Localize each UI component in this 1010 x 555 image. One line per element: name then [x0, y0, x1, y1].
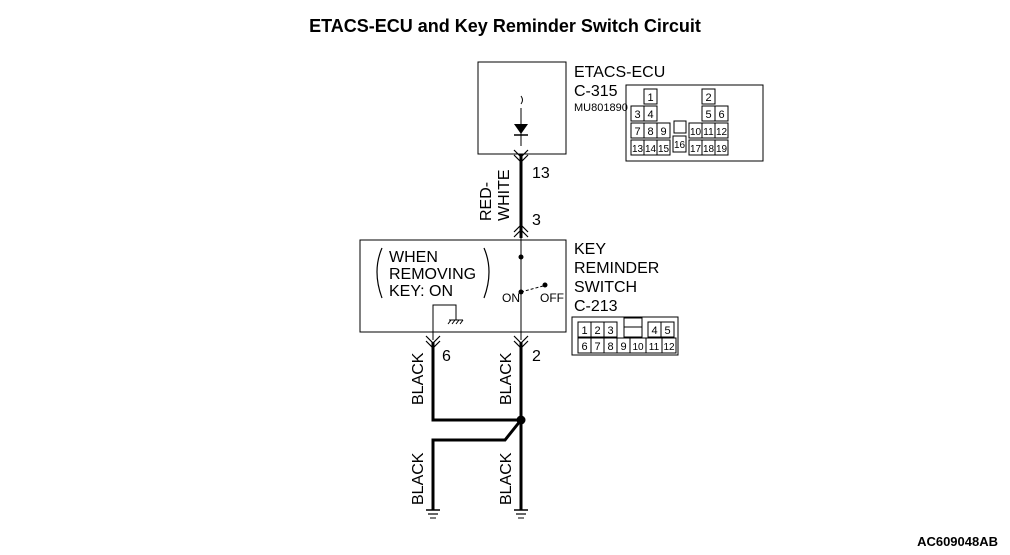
ecu-pin: 16	[674, 140, 686, 151]
ecu-pin: 13	[632, 144, 644, 155]
switch-contacts	[518, 238, 548, 340]
condition-line2: REMOVING	[389, 266, 476, 283]
switch-pin: 12	[663, 342, 675, 353]
wire-color-label: BLACK	[498, 452, 515, 505]
ecu-pin: 2	[705, 92, 711, 104]
wire-color-label: BLACK	[498, 352, 515, 405]
switch-pin: 3	[607, 325, 613, 337]
ecu-connector-face: 1 2 3 4 5 6 7 8 9 10 11 12 13 14 15 16 1…	[625, 84, 764, 162]
condition-line3: KEY: ON	[389, 283, 453, 300]
wire-color-black-left-lower: BLACK	[410, 452, 427, 505]
switch-on-label: ON	[502, 291, 520, 305]
internal-ground-icon	[432, 304, 464, 340]
wire-color-label: BLACK	[410, 452, 427, 505]
condition-line1: WHEN	[389, 249, 438, 266]
switch-pin: 5	[664, 325, 670, 337]
switch-connector-face: 1 2 3 4 5 6 7 8 9 10 11 12	[571, 316, 679, 356]
ecu-pin: 17	[690, 144, 702, 155]
ecu-internal-diode	[514, 95, 528, 146]
ecu-pin: 11	[703, 127, 714, 138]
ecu-pin: 10	[690, 127, 702, 138]
ecu-pin: 4	[647, 109, 653, 121]
wire-color-label: BLACK	[410, 352, 427, 405]
switch-off-label: OFF	[540, 291, 564, 305]
switch-name-line3: SWITCH	[574, 279, 637, 296]
ecu-connector-id: C-315	[574, 83, 618, 100]
wire-color-black-right-upper: BLACK	[498, 352, 515, 405]
ecu-box	[477, 61, 567, 155]
document-id: AC609048AB	[917, 534, 998, 549]
switch-pin: 9	[620, 341, 626, 353]
ecu-pin: 9	[660, 126, 666, 138]
ecu-pin: 19	[716, 144, 728, 155]
wire-black-harness	[431, 342, 523, 510]
ecu-pin: 5	[705, 109, 711, 121]
connector-chevron	[513, 149, 529, 238]
switch-pin: 8	[607, 341, 613, 353]
switch-pin-2-label: 2	[532, 348, 541, 365]
ecu-pin-label: 13	[532, 165, 550, 182]
switch-name-line1: KEY	[574, 241, 606, 258]
wire-color-black-right-lower: BLACK	[498, 452, 515, 505]
ecu-pin: 6	[718, 109, 724, 121]
switch-pin: 2	[594, 325, 600, 337]
ecu-part-number: MU801890	[574, 102, 628, 114]
ecu-pin: 1	[647, 92, 653, 104]
diagram-title: ETACS-ECU and Key Reminder Switch Circui…	[309, 16, 701, 36]
switch-pin: 10	[632, 342, 644, 353]
switch-box	[359, 239, 567, 333]
ecu-pin: 3	[634, 109, 640, 121]
switch-connector-id: C-213	[574, 298, 618, 315]
switch-pin: 1	[581, 325, 587, 337]
switch-name-line2: REMINDER	[574, 260, 659, 277]
wire-color-red-white: RED- WHITE	[478, 169, 513, 221]
switch-pin-6-label: 6	[442, 348, 451, 365]
switch-pin: 6	[581, 341, 587, 353]
ecu-pin: 18	[703, 144, 715, 155]
ecu-pin: 12	[716, 127, 728, 138]
switch-pin: 11	[649, 342, 660, 353]
ecu-pin: 7	[634, 126, 640, 138]
ground-icon	[426, 509, 440, 519]
ground-icon	[514, 509, 528, 519]
connector-chevron	[425, 335, 529, 349]
switch-pin: 4	[651, 325, 657, 337]
wire-color-line1: RED-	[478, 182, 495, 221]
switch-pin: 7	[594, 341, 600, 353]
wire-color-black-left-upper: BLACK	[410, 352, 427, 405]
condition-note: WHEN REMOVING KEY: ON	[376, 247, 490, 300]
ecu-name: ETACS-ECU	[574, 64, 665, 81]
splice-point	[516, 415, 526, 425]
wire-color-line2: WHITE	[496, 169, 513, 221]
ecu-pin: 15	[658, 144, 670, 155]
switch-pin-in-label: 3	[532, 212, 541, 229]
ecu-pin: 8	[647, 126, 653, 138]
ecu-pin: 14	[645, 144, 657, 155]
